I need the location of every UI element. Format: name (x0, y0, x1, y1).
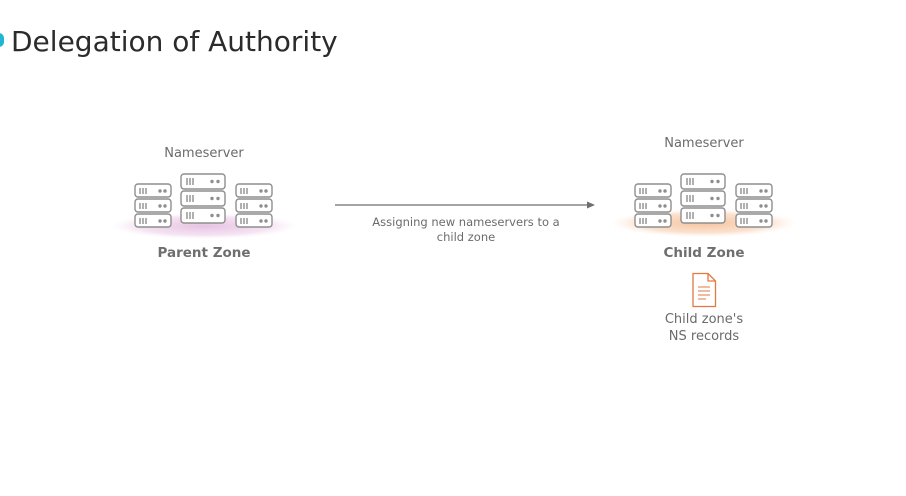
child-zone-label: Child Zone (663, 245, 745, 261)
server-icon (180, 173, 226, 224)
title-accent-dot (0, 33, 4, 47)
child-server-cluster (611, 173, 797, 237)
document-icon (692, 272, 717, 308)
arrow-label: Assigning new nameservers to a child zon… (356, 215, 576, 245)
server-icon (680, 173, 726, 224)
parent-nameserver-label: Nameserver (164, 146, 244, 161)
ns-records-label: Child zone's NS records (634, 311, 774, 345)
server-icon (735, 183, 773, 228)
server-icon (634, 183, 672, 228)
parent-zone-label: Parent Zone (157, 245, 251, 261)
server-icon (134, 183, 172, 228)
ns-records-line-1: Child zone's (664, 312, 744, 327)
server-icon (235, 183, 273, 228)
delegation-arrow (335, 201, 595, 209)
arrow-label-line-2: child zone (436, 230, 496, 244)
ns-records-line-2: NS records (668, 329, 740, 344)
child-nameserver-label: Nameserver (664, 136, 744, 151)
arrow-label-line-1: Assigning new nameservers to a (372, 215, 560, 229)
parent-server-cluster (111, 173, 297, 239)
page-title: Delegation of Authority (11, 25, 338, 58)
